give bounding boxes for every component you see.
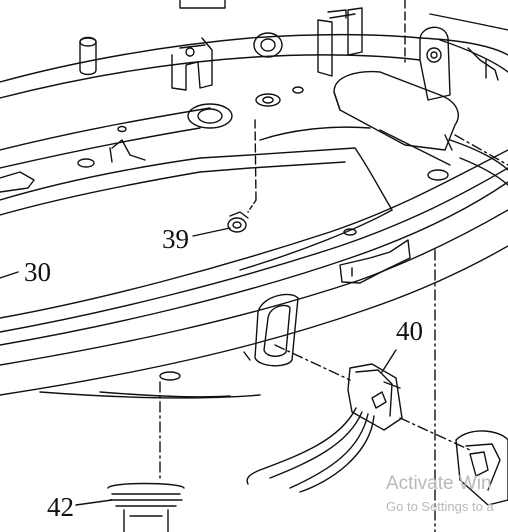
callout-42: 42 xyxy=(47,492,74,522)
activate-windows-subtitle: Go to Settings to a xyxy=(386,499,494,514)
center-bushing xyxy=(117,103,233,133)
side-tab xyxy=(339,228,411,284)
top-bracket-lines xyxy=(179,0,406,63)
top-post xyxy=(79,36,97,76)
upper-right-bracket xyxy=(317,7,363,77)
top-bracket xyxy=(171,37,213,91)
left-clips xyxy=(0,139,146,193)
lower-right-plug xyxy=(455,430,508,506)
grip-opening xyxy=(243,293,299,367)
part-40-connector xyxy=(347,363,403,431)
part-39-cap xyxy=(227,119,257,233)
inner-tray xyxy=(0,126,451,271)
mounting-ear xyxy=(419,26,499,101)
leader-lines xyxy=(0,227,397,506)
center-lines xyxy=(159,134,508,532)
top-grommet xyxy=(253,32,304,107)
cowl-rim xyxy=(0,149,508,399)
part-42-grommet xyxy=(107,482,185,532)
right-pedestal xyxy=(333,70,459,181)
callout-30: 30 xyxy=(24,257,51,287)
callout-39: 39 xyxy=(162,224,189,254)
cowl-outer-shell xyxy=(0,33,421,169)
lower-boss xyxy=(159,371,181,381)
callout-40: 40 xyxy=(396,316,423,346)
wire-bundle xyxy=(246,407,375,493)
activate-windows-title: Activate Win xyxy=(386,473,492,494)
